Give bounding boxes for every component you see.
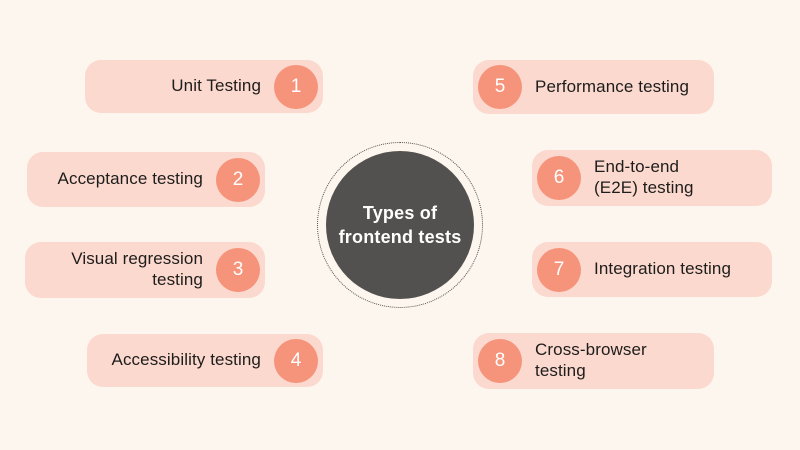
pill-unit-testing: Unit Testing 1	[85, 60, 323, 113]
number-badge: 7	[537, 247, 581, 292]
pill-label: Integration testing	[594, 259, 732, 279]
number-badge: 1	[274, 64, 318, 109]
pill-label: Acceptance testing	[57, 169, 203, 189]
pill-label: Visual regression testing	[71, 249, 203, 289]
pill-label: Accessibility testing	[111, 350, 261, 370]
pill-visual-regression-testing: Visual regression testing 3	[25, 242, 265, 298]
number-badge: 4	[274, 338, 318, 383]
pill-label: Unit Testing	[171, 76, 261, 96]
pill-integration-testing: 7 Integration testing	[532, 242, 772, 297]
pill-label: Performance testing	[535, 76, 690, 96]
pill-accessibility-testing: Accessibility testing 4	[87, 334, 323, 387]
dotted-ring: Types of frontend tests	[317, 142, 483, 308]
pill-performance-testing: 5 Performance testing	[473, 60, 714, 114]
diagram-title: Types of frontend tests	[326, 151, 474, 299]
number-badge: 8	[478, 339, 522, 383]
pill-label: Cross-browser testing	[535, 340, 647, 380]
number-badge: 2	[216, 157, 260, 202]
pill-label: End-to-end (E2E) testing	[594, 157, 694, 197]
pill-cross-browser-testing: 8 Cross-browser testing	[473, 333, 714, 389]
number-badge: 6	[537, 156, 581, 200]
pill-end-to-end-testing: 6 End-to-end (E2E) testing	[532, 150, 772, 206]
number-badge: 3	[216, 248, 260, 292]
number-badge: 5	[478, 65, 522, 109]
pill-acceptance-testing: Acceptance testing 2	[27, 152, 265, 207]
